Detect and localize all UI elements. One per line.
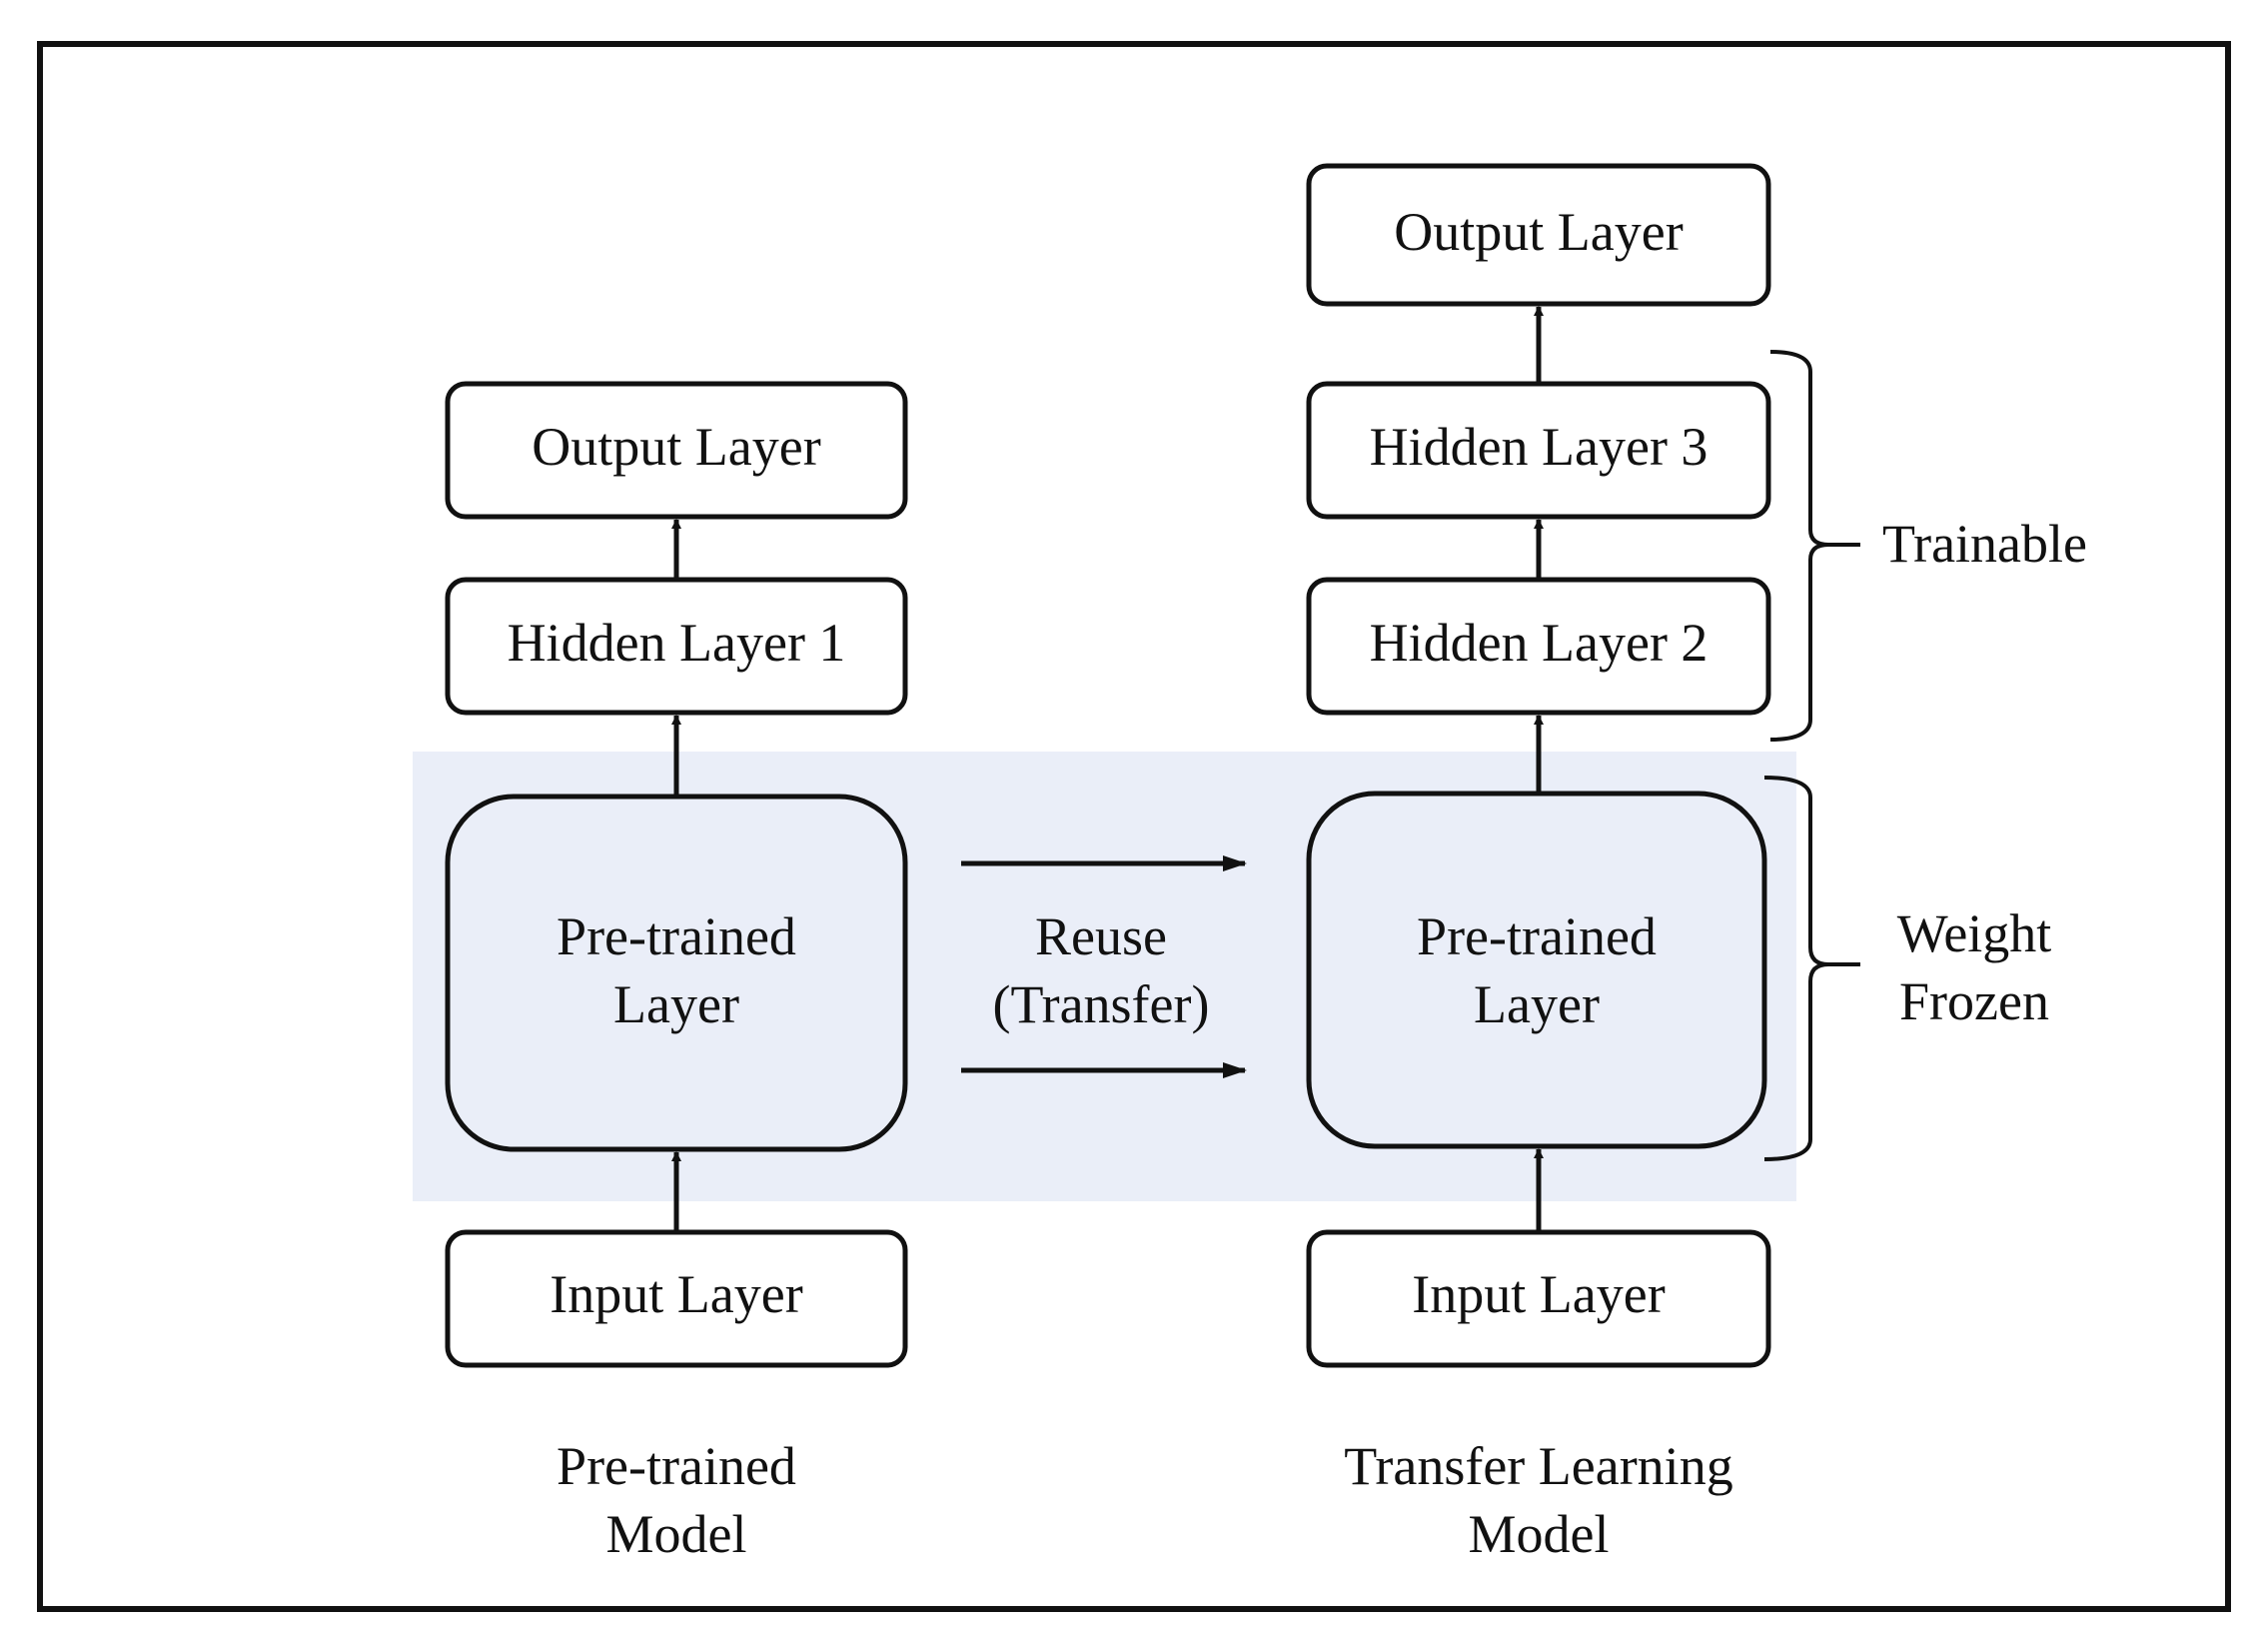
right-pretrained-layer-label-line1: Pre-trained [1417,906,1657,966]
right-hidden-layer-2-label: Hidden Layer 2 [1370,613,1708,673]
right-model-caption-line2: Model [1469,1504,1610,1564]
right-output-layer-label: Output Layer [1394,202,1683,262]
left-model-caption-line2: Model [606,1504,747,1564]
left-output-layer-box [445,381,908,520]
reuse-label-line1: Reuse [1035,906,1167,966]
right-output-layer-box [1306,163,1771,307]
right-pretrained-layer-box [1306,791,1767,1149]
right-input-layer-label: Input Layer [1412,1264,1665,1324]
trainable-brace [1769,350,1829,742]
left-pretrained-layer-label-line1: Pre-trained [557,906,796,966]
right-model: Output Layer Hidden Layer 3 Hidden Layer… [1306,163,1771,1564]
trainable-bracket: Trainable [1769,350,2087,742]
left-hidden-layer-1-label: Hidden Layer 1 [508,613,846,673]
left-input-layer-label: Input Layer [550,1264,802,1324]
transfer-reuse: Reuse (Transfer) [961,855,1247,1078]
left-pretrained-layer-label-line2: Layer [613,974,739,1034]
right-pretrained-layer-label-line2: Layer [1474,974,1600,1034]
right-hidden-layer-3-label: Hidden Layer 3 [1370,417,1708,477]
reuse-label-line2: (Transfer) [993,974,1210,1034]
left-output-layer-label: Output Layer [532,417,820,477]
frozen-label-line2: Frozen [1899,971,2049,1031]
outer-frame [37,41,2231,1612]
left-model-caption-line1: Pre-trained [557,1436,796,1496]
weight-frozen-bracket: Weight Frozen [1763,776,2052,1161]
right-model-caption-line1: Transfer Learning [1344,1436,1732,1496]
left-model: Output Layer Hidden Layer 1 Pre-trained … [445,381,908,1564]
trainable-label: Trainable [1882,514,2087,574]
frozen-label-line1: Weight [1897,903,2052,963]
left-pretrained-layer-box [445,794,908,1152]
